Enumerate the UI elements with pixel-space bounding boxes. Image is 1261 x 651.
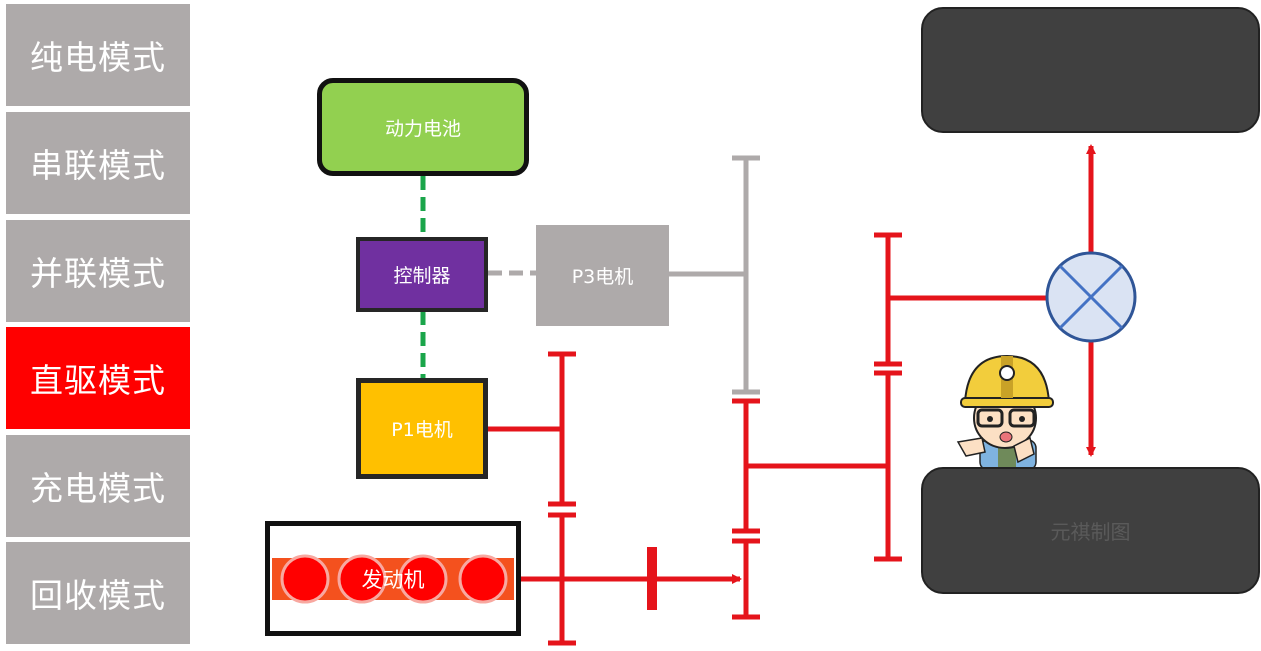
controller-block: 控制器: [356, 237, 488, 312]
cylinder-icon: [458, 554, 508, 604]
p1-motor-label: P1电机: [391, 419, 453, 441]
mode-tab-label: 直驱模式: [30, 361, 166, 400]
mode-tab-series[interactable]: 串联模式: [6, 112, 190, 214]
p1-motor-block: P1电机: [356, 378, 488, 479]
p3-motor-label: P3电机: [571, 266, 634, 288]
mode-tab-label: 并联模式: [30, 254, 166, 293]
engineer-mascot-icon: [956, 354, 1054, 471]
mode-tab-regeneration[interactable]: 回收模式: [6, 542, 190, 644]
differential-icon: [1045, 251, 1137, 343]
top-wheel: [921, 7, 1260, 133]
mode-tab-label: 纯电模式: [30, 38, 166, 77]
active-power-path: [487, 144, 1096, 646]
mode-tab-charging[interactable]: 充电模式: [6, 435, 190, 537]
p3-gear-shaft: [668, 155, 760, 395]
controller-label: 控制器: [393, 265, 451, 287]
mode-tab-label: 回收模式: [30, 576, 166, 615]
cylinder-icon: [398, 554, 448, 604]
power-battery-block: 动力电池: [317, 78, 529, 176]
cylinder-icon: [280, 554, 330, 604]
mode-tab-parallel[interactable]: 并联模式: [6, 220, 190, 322]
bottom-wheel: 元祺制图: [921, 467, 1260, 594]
power-battery-label: 动力电池: [384, 117, 461, 140]
watermark-text: 元祺制图: [1050, 520, 1131, 544]
engine-cylinders: [272, 554, 514, 604]
mode-tab-direct-drive[interactable]: 直驱模式: [6, 327, 190, 429]
mode-tab-label: 串联模式: [30, 146, 166, 185]
mode-tab-pure-electric[interactable]: 纯电模式: [6, 4, 190, 106]
cylinder-icon: [337, 554, 387, 604]
p3-motor-block: P3电机: [536, 225, 669, 326]
mode-tab-label: 充电模式: [30, 469, 166, 508]
engine-label: 发动机: [361, 567, 425, 592]
engine-block: 发动机: [265, 521, 521, 636]
